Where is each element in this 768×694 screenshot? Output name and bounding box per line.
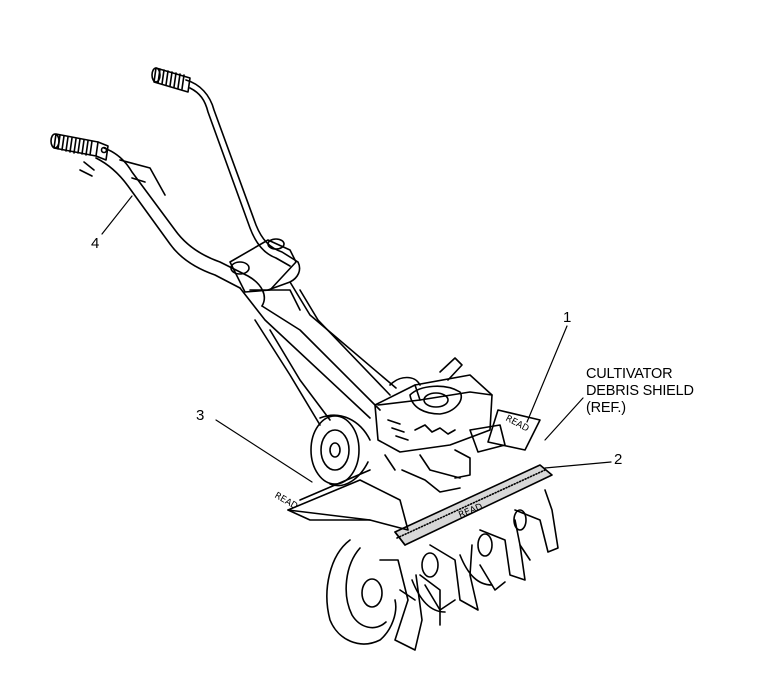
leader-line-3	[215, 419, 313, 483]
reference-label-line2: DEBRIS SHIELD	[586, 383, 694, 399]
callout-leaders	[101, 195, 612, 483]
callout-4: 4	[91, 235, 100, 252]
left-grip	[50, 133, 109, 177]
callout-1: 1	[563, 309, 572, 326]
left-handle-bar	[95, 147, 266, 307]
right-handle-bar	[185, 79, 301, 291]
engine	[374, 357, 506, 493]
frame-tube	[239, 281, 397, 426]
debris-shield	[394, 409, 553, 546]
leader-line-2	[544, 461, 612, 469]
leader-line-4	[101, 195, 133, 235]
callout-3: 3	[196, 407, 205, 424]
leader-line-shield	[544, 397, 584, 441]
reference-label-line1: CULTIVATOR	[586, 366, 673, 382]
leader-line-1	[526, 325, 568, 423]
handle-crossbar	[229, 238, 301, 311]
read-decal-left: READ	[273, 491, 300, 512]
right-grip	[151, 67, 191, 93]
tine-shield-left	[287, 469, 409, 531]
wheel	[310, 376, 421, 487]
tines	[326, 489, 559, 651]
callout-2: 2	[614, 451, 623, 468]
reference-label-line3: (REF.)	[586, 400, 626, 416]
